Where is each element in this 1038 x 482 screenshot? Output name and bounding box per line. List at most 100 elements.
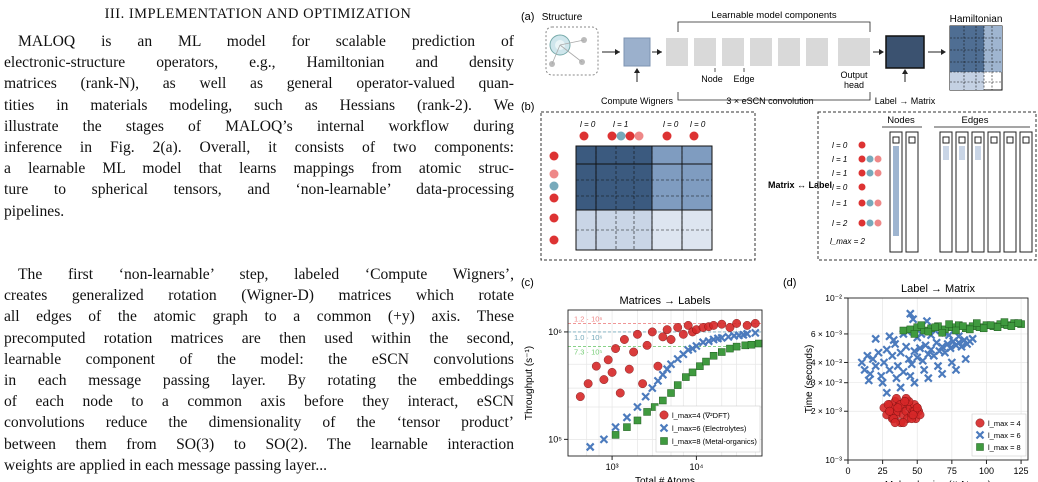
data-point bbox=[910, 346, 919, 356]
data-point bbox=[957, 342, 966, 352]
data-point bbox=[889, 335, 898, 345]
data-point bbox=[692, 341, 701, 351]
paragraph-1: MALOQ is an ML model for scalable predic… bbox=[4, 31, 514, 222]
data-point bbox=[874, 348, 883, 357]
data-point bbox=[633, 329, 642, 339]
hamiltonian-label: Hamiltonian bbox=[950, 14, 1003, 25]
data-point bbox=[591, 361, 601, 371]
data-point bbox=[882, 388, 892, 398]
l0a-label: l = 0 bbox=[580, 120, 596, 129]
learnable-blocks bbox=[666, 38, 870, 66]
nodes-header: Nodes bbox=[887, 115, 915, 126]
legend-label: l_max = 4 bbox=[988, 419, 1021, 428]
y-tick-label: 10⁶ bbox=[548, 327, 562, 337]
data-point bbox=[696, 362, 704, 370]
label-cell bbox=[958, 136, 966, 144]
matrix-label-text: Matrix ↔ Label bbox=[768, 180, 832, 190]
label-column bbox=[971, 131, 985, 253]
edge-label: Edge bbox=[733, 74, 754, 84]
data-point bbox=[725, 323, 735, 332]
data-point bbox=[892, 373, 901, 383]
orbital-dot bbox=[866, 155, 874, 163]
data-point bbox=[917, 321, 926, 329]
y-tick-label: 4 × 10⁻³ bbox=[811, 357, 842, 367]
row-label: l = 0 bbox=[832, 183, 848, 192]
figure: (a) Structure Learnable model components… bbox=[521, 10, 1037, 482]
data-point bbox=[906, 371, 915, 381]
text-line: MALOQ is an ML model for scalable predic… bbox=[18, 33, 514, 50]
label-fill bbox=[959, 146, 965, 160]
x-tick-label: 125 bbox=[1014, 466, 1029, 476]
structure-icon bbox=[545, 26, 599, 76]
data-point bbox=[682, 373, 690, 381]
data-point bbox=[678, 329, 688, 339]
data-point bbox=[938, 329, 946, 337]
edges-header: Edges bbox=[962, 115, 989, 126]
lmax-label: l_max = 2 bbox=[830, 237, 865, 246]
data-point bbox=[937, 342, 947, 352]
data-point bbox=[901, 342, 911, 352]
chart-title: Matrices → Labels bbox=[619, 295, 711, 307]
x-tick-label: 0 bbox=[845, 466, 850, 476]
data-point bbox=[904, 354, 914, 364]
label-column bbox=[1019, 131, 1033, 253]
data-point bbox=[951, 365, 961, 375]
data-point bbox=[868, 354, 878, 364]
data-point bbox=[892, 393, 901, 403]
label-fill bbox=[943, 146, 949, 160]
legend-label: l_max=8 (Metal-organics) bbox=[672, 437, 757, 446]
text-line: all edges of the atomic graph to a commo… bbox=[4, 308, 514, 326]
data-point bbox=[633, 416, 642, 425]
data-point bbox=[924, 373, 933, 383]
data-point bbox=[1000, 318, 1009, 326]
text-column: III. IMPLEMENTATION AND OPTIMIZATION MAL… bbox=[0, 0, 516, 482]
wigner-block bbox=[623, 37, 651, 67]
data-point bbox=[879, 358, 889, 367]
panel-c-label: (c) bbox=[521, 277, 534, 289]
plot-frame bbox=[567, 309, 763, 457]
data-point bbox=[959, 322, 967, 330]
data-point bbox=[918, 356, 928, 366]
l0c-label: l = 0 bbox=[690, 120, 706, 129]
data-point bbox=[702, 357, 710, 366]
data-point bbox=[924, 327, 933, 336]
data-point bbox=[648, 383, 657, 393]
data-point bbox=[683, 320, 693, 330]
reference-annotation: 1.2 · 10⁶ bbox=[574, 314, 603, 323]
orbital-dot bbox=[866, 199, 874, 207]
data-point bbox=[619, 335, 629, 344]
data-point bbox=[947, 358, 957, 367]
text-line: in each message passing layer. By rotati… bbox=[4, 372, 514, 390]
label-column bbox=[939, 131, 953, 253]
reference-annotation: 7.3 · 10⁵ bbox=[574, 348, 603, 357]
data-point bbox=[876, 371, 886, 381]
panel-b-label: (b) bbox=[521, 101, 534, 113]
data-point bbox=[673, 323, 683, 332]
orbital-dot bbox=[866, 169, 874, 177]
data-point bbox=[993, 323, 1002, 331]
data-point bbox=[931, 323, 939, 331]
chart-d: Label → MatrixMolecule size (# Atoms)Tim… bbox=[804, 283, 1029, 482]
data-point bbox=[717, 319, 727, 329]
data-point bbox=[899, 367, 908, 377]
row-label: l = 2 bbox=[832, 219, 848, 228]
data-point bbox=[732, 318, 742, 328]
data-point bbox=[666, 335, 676, 344]
label-fill bbox=[975, 146, 981, 160]
reference-annotation: 1.0 · 10⁶ bbox=[574, 333, 603, 342]
orbital-dot bbox=[874, 169, 882, 177]
data-point bbox=[910, 330, 919, 338]
data-point bbox=[599, 435, 609, 444]
label-cell bbox=[908, 136, 916, 144]
chart-c: 1.2 · 10⁶ 1.0 · 10⁶ 7.3 · 10⁵ Matrices → La… bbox=[524, 295, 763, 482]
data-point bbox=[611, 344, 621, 354]
data-point bbox=[912, 403, 922, 413]
legend-marker bbox=[659, 423, 669, 433]
text-line: pipelines. bbox=[4, 202, 65, 220]
text-line: inference in Fig. 2(a). Overall, it cons… bbox=[4, 139, 514, 157]
data-point bbox=[885, 406, 894, 416]
y-axis-label: Time (seconds) bbox=[804, 345, 815, 414]
data-point bbox=[629, 347, 639, 357]
data-point bbox=[742, 329, 752, 339]
data-point bbox=[747, 340, 756, 349]
